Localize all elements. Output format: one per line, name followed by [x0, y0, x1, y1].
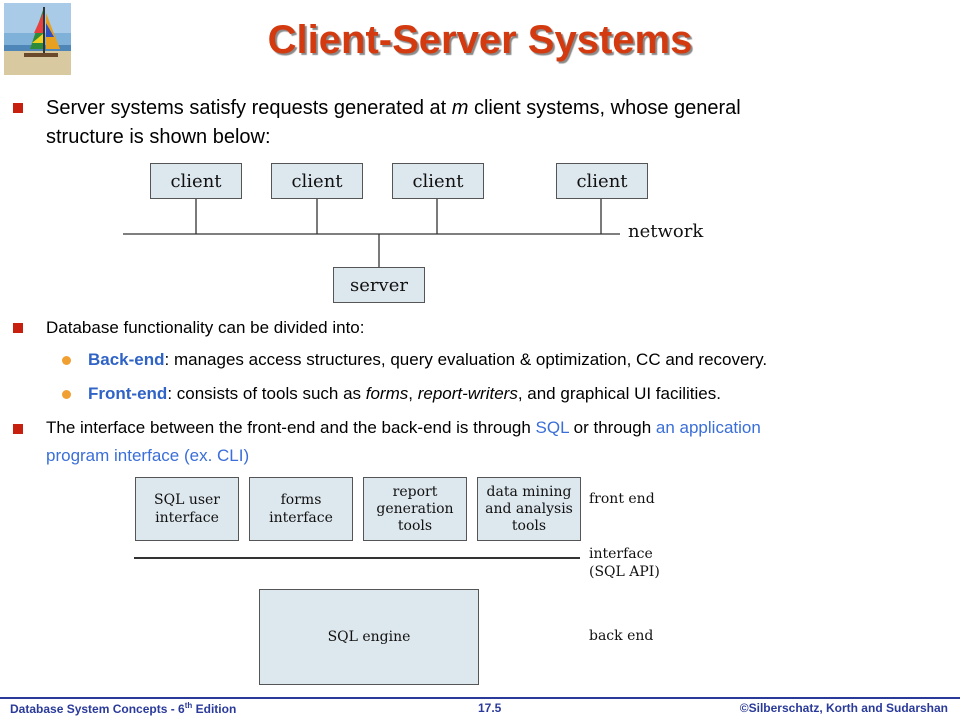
sub-bullet-front-end: Front-end: consists of tools such as for…	[88, 380, 948, 408]
box-line: data mining	[486, 483, 572, 500]
interface-label-line1: interface	[589, 546, 653, 562]
sub-bullet-back-end: Back-end: manages access structures, que…	[88, 346, 948, 374]
front-end-p2: ,	[408, 384, 418, 403]
box-line: generation	[376, 500, 454, 517]
interface-label: interface (SQL API)	[589, 545, 660, 581]
forms-term: forms	[365, 384, 409, 403]
back-end-term: Back-end	[88, 350, 165, 369]
box-line: and analysis	[485, 500, 573, 517]
sql-user-interface-box: SQL user interface	[135, 477, 239, 541]
box-line: tools	[511, 517, 547, 534]
box-line: interface	[155, 510, 219, 526]
sub-bullet-marker	[62, 390, 71, 399]
interface-label-line2: (SQL API)	[589, 564, 660, 580]
client-box: client	[392, 163, 484, 199]
interface-line	[134, 557, 580, 559]
box-line: report	[392, 483, 438, 500]
client-box: client	[556, 163, 648, 199]
api-line2: program interface (ex. CLI)	[46, 446, 250, 465]
bullet1-line2: structure is shown below:	[46, 126, 271, 148]
footer-divider	[0, 697, 960, 699]
bullet1-prefix: Server systems satisfy requests generate…	[46, 97, 452, 119]
bullet1-line1: Server systems satisfy requests generate…	[46, 94, 946, 123]
back-end-desc: : manages access structures, query evalu…	[164, 350, 768, 369]
box-line: SQL user	[154, 492, 220, 508]
bullet-marker	[13, 103, 23, 113]
bullet-marker	[13, 424, 23, 434]
sailboat-logo-icon	[4, 3, 71, 75]
client-box: client	[150, 163, 242, 199]
back-end-label: back end	[589, 628, 654, 644]
bullet1-m: m	[451, 97, 469, 119]
bullet-interface: The interface between the front-end and …	[46, 414, 951, 470]
front-end-p3: , and graphical UI facilities.	[517, 384, 721, 403]
bullet3-p2: or through	[568, 418, 656, 437]
footer-page-number: 17.5	[478, 701, 502, 715]
bullet1-suffix: client systems, whose general	[468, 97, 741, 119]
footer-copyright: ©Silberschatz, Korth and Sudarshan	[739, 701, 948, 715]
api-line1: an application	[655, 418, 761, 437]
front-end-label: front end	[589, 491, 655, 507]
page-title: Client-Server Systems	[267, 18, 693, 62]
sql-engine-box: SQL engine	[259, 589, 479, 685]
bullet3-line1: The interface between the front-end and …	[46, 414, 951, 442]
front-end-term: Front-end	[88, 384, 168, 403]
server-box: server	[333, 267, 425, 303]
sub-bullet-marker	[62, 356, 71, 365]
sql-term: SQL	[535, 418, 569, 437]
front-end-p1: : consists of tools such as	[167, 384, 366, 403]
client-box: client	[271, 163, 363, 199]
box-line: forms	[280, 492, 322, 508]
footer-left-sup: th	[184, 701, 193, 710]
bullet-marker	[13, 323, 23, 333]
report-generation-tools-box: report generation tools	[363, 477, 467, 541]
footer-left-tail: Edition	[192, 702, 237, 716]
footer-left-main: Database System Concepts - 6	[10, 702, 185, 716]
bullet-server-systems: Server systems satisfy requests generate…	[46, 94, 946, 152]
bullet-db-functionality: Database functionality can be divided in…	[46, 318, 365, 337]
footer-book-title: Database System Concepts - 6th Edition	[10, 701, 236, 716]
box-line: tools	[397, 517, 433, 534]
forms-interface-box: forms interface	[249, 477, 353, 541]
data-mining-tools-box: data mining and analysis tools	[477, 477, 581, 541]
report-writers-term: report-writers	[417, 384, 518, 403]
box-line: interface	[269, 510, 333, 526]
network-label: network	[628, 221, 704, 242]
bullet3-p1: The interface between the front-end and …	[46, 418, 536, 437]
